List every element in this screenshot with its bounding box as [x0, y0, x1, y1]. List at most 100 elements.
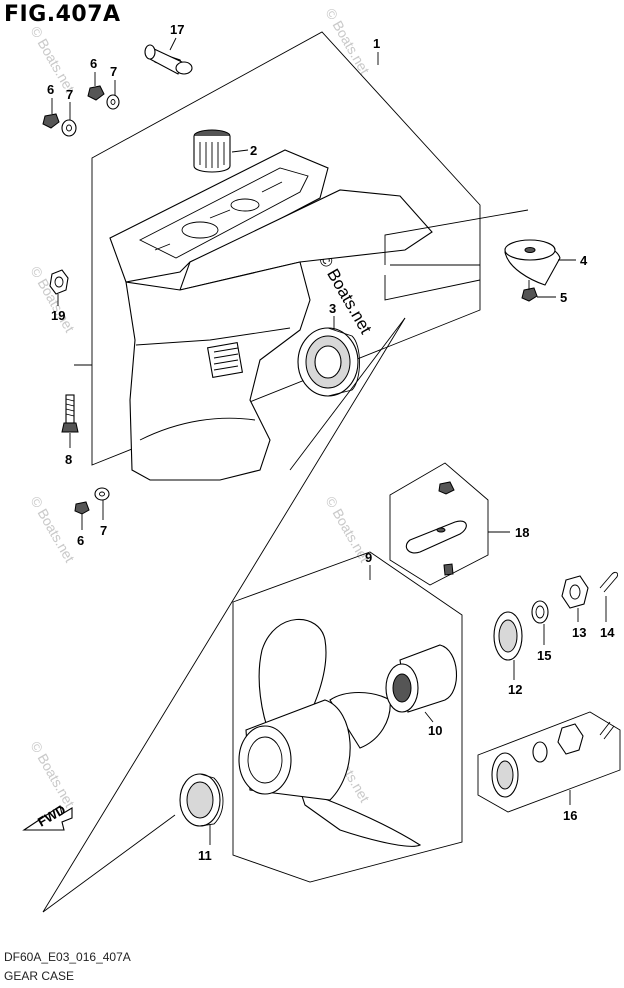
leader-line [384, 209, 529, 265]
leader-lines [42, 317, 406, 913]
washer [106, 94, 120, 110]
bushing-10-part [385, 644, 457, 713]
leader-10 [424, 711, 434, 723]
hardware-right [493, 571, 619, 661]
callout-6: 6 [47, 82, 54, 97]
watermark: © Boats.net [27, 494, 78, 566]
bolt-5-head [521, 287, 538, 302]
callout-6: 6 [90, 56, 97, 71]
bolt-head [87, 85, 105, 101]
figure-title: FIG.407A [4, 2, 121, 27]
washer-15-hole [535, 605, 545, 619]
nut-set-group [477, 711, 621, 813]
stopper-side [199, 773, 224, 827]
drawing-code: DF60A_E03_016_407A [4, 950, 131, 964]
washer-hole [66, 124, 72, 132]
spacer-12-teeth [498, 619, 518, 653]
propeller-group [232, 551, 463, 883]
washer-15 [531, 600, 549, 624]
pipe-start [144, 44, 156, 60]
gear-case-plate-rib [154, 181, 283, 251]
nut-body [49, 269, 69, 295]
hardware-lower [74, 487, 110, 515]
bushing-10-bore [392, 673, 412, 703]
hardware-top [42, 85, 120, 137]
trim-tab-part [504, 239, 561, 302]
washer-hole [110, 99, 116, 105]
bearing-part [297, 327, 360, 397]
water-intake-slots [213, 347, 239, 371]
callout-12: 12 [508, 682, 522, 697]
callout-4: 4 [580, 253, 588, 268]
leader-line [289, 317, 406, 471]
callout-1: 1 [373, 36, 380, 51]
anode-bolt [443, 563, 454, 576]
nut-hole [54, 276, 64, 288]
propeller-blade-lower [299, 789, 422, 847]
washer-hole [99, 491, 105, 497]
anode-hole [436, 527, 446, 533]
callout-5: 5 [560, 290, 567, 305]
callout-13: 13 [572, 625, 586, 640]
fwd-arrow-shape [22, 805, 73, 831]
anode-nut [438, 481, 455, 495]
bolt-head [74, 501, 90, 515]
nut-13 [561, 575, 589, 609]
leader-line [42, 317, 406, 913]
stopper-teeth [186, 781, 214, 819]
nut-set-pin [599, 721, 615, 740]
callout-3: 3 [329, 301, 336, 316]
nut-set-frame [477, 711, 621, 813]
callout-7: 7 [100, 523, 107, 538]
callout-19: 19 [51, 308, 65, 323]
nut-set-washer [532, 741, 548, 763]
callout-7: 7 [66, 87, 73, 102]
bearing-bore [314, 345, 342, 379]
gear-case-plate-port [181, 221, 219, 239]
watermark: © Boats.net [27, 739, 78, 811]
gear-case-group [74, 31, 529, 481]
callout-labels: 1 2 3 4 5 6 7 6 7 6 7 8 9 10 11 12 13 14… [47, 22, 615, 863]
callout-14: 14 [600, 625, 615, 640]
stopper-11-part [179, 773, 224, 827]
gear-case-seam [139, 417, 256, 441]
leader-17 [169, 37, 177, 51]
callout-16: 16 [563, 808, 577, 823]
figure-caption: GEAR CASE [4, 969, 75, 983]
nut-19-part [49, 269, 69, 295]
bushing-2-part [193, 129, 231, 173]
watermark-center: © Boats.net [315, 251, 376, 338]
gear-case-frame [91, 31, 481, 466]
callout-8: 8 [65, 452, 72, 467]
stud-thread [65, 398, 75, 417]
anode-kit-group [389, 462, 489, 586]
callout-18: 18 [515, 525, 529, 540]
gear-case-plate-port [230, 198, 260, 212]
callout-7: 7 [110, 64, 117, 79]
callout-leaders [51, 37, 607, 805]
bushing-lines [199, 142, 225, 168]
bolt-head [42, 113, 60, 129]
leader-line [384, 275, 481, 301]
pipe-17-part [144, 44, 193, 75]
nut-set-nut [557, 723, 584, 755]
gear-case-seam [135, 327, 291, 346]
trim-tab-hole [524, 247, 536, 253]
propeller-hub-bore [247, 736, 283, 784]
propeller-frame [232, 551, 463, 883]
callout-15: 15 [537, 648, 551, 663]
propeller-hub-face [238, 725, 292, 795]
bearing-side [327, 327, 360, 397]
leader-2 [231, 149, 249, 153]
stud-head [61, 422, 79, 433]
anode-block [405, 520, 467, 554]
nut-13-hole [569, 584, 581, 600]
callout-11: 11 [198, 848, 212, 863]
washer [61, 119, 77, 137]
gear-case-plate-inner [139, 167, 309, 259]
washer [94, 487, 110, 501]
leader-line [42, 814, 176, 913]
callout-10: 10 [428, 723, 442, 738]
callout-6: 6 [77, 533, 84, 548]
